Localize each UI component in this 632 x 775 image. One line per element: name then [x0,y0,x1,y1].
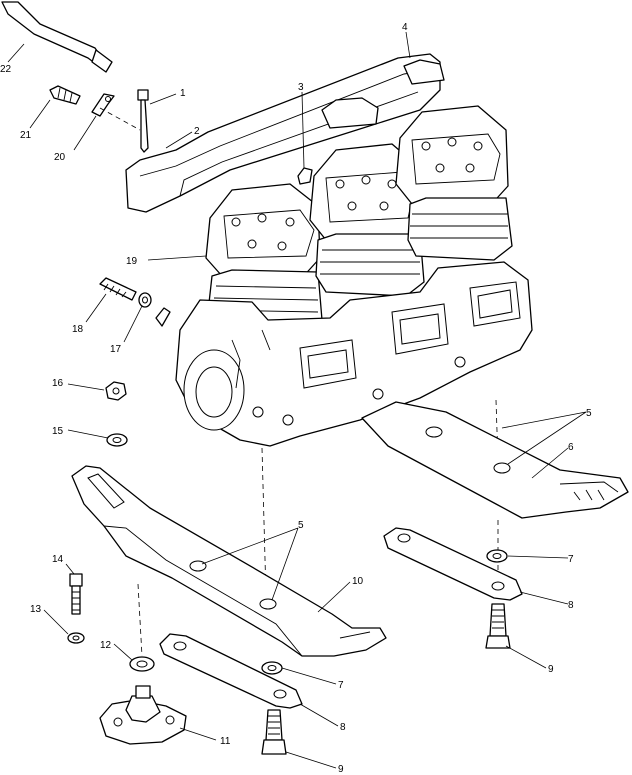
callout-11: 11 [220,736,231,747]
callout-20: 20 [54,152,66,163]
callout-19: 19 [126,256,138,267]
part-22-cable [1,1,113,73]
callouts: 1 2 3 4 19 18 17 16 15 21 20 22 5 6 7 8 … [0,22,592,775]
callout-14: 14 [52,554,64,565]
callout-5-right: 5 [586,408,592,419]
clip-near-block [155,307,171,327]
leader-lines [7,31,587,769]
part-9-left-stud [261,709,287,755]
part-7-right-washer [486,549,508,563]
callout-1: 1 [180,88,186,99]
part-6-right-mount [361,401,629,519]
part-3-fitting [297,167,313,185]
callout-8-left: 8 [340,722,346,733]
callout-7-left: 7 [338,680,344,691]
callout-21: 21 [20,130,32,141]
part-8-left-shim [159,633,303,709]
assembly-line-left-stud [137,583,143,657]
callout-17: 17 [110,344,122,355]
part-19-cylinder-heads [205,105,509,281]
callout-7-right: 7 [568,554,574,565]
part-16-nut [105,381,127,401]
assembly-line-fitting [99,107,141,131]
callout-2: 2 [194,126,200,137]
part-11-engine-mount [99,685,187,745]
callout-13: 13 [30,604,42,615]
part-1-bolt [137,89,149,153]
callout-22: 22 [0,64,12,75]
callout-18: 18 [72,324,84,335]
callout-8-right: 8 [568,600,574,611]
crankcase [175,261,533,447]
assembly-line-block-to-mount [261,447,267,597]
callout-5-left: 5 [298,520,304,531]
part-7-left-washer [261,661,283,675]
cylinder-barrels [207,197,513,335]
part-20-clip [91,93,115,117]
callout-4: 4 [402,22,408,33]
part-9-right-stud [485,603,511,649]
callout-10: 10 [352,576,364,587]
callout-16: 16 [52,378,64,389]
part-13-washer [67,632,85,644]
part-15-washer [106,433,128,447]
callout-12: 12 [100,640,112,651]
callout-9-right: 9 [548,664,554,675]
callout-15: 15 [52,426,64,437]
part-21-fitting [49,85,81,105]
part-14-bolt [69,573,83,615]
part-2-manifold-cover [125,53,445,213]
callout-9-left: 9 [338,764,344,775]
part-8-right-shim [383,527,523,601]
part-12-washer [129,656,155,672]
callout-3: 3 [298,82,304,93]
part-17-washer [138,292,152,308]
callout-6: 6 [568,442,574,453]
part-18-stud [99,277,137,301]
assembly-line-right-mount [495,399,499,463]
part-10-left-mount [71,465,387,657]
